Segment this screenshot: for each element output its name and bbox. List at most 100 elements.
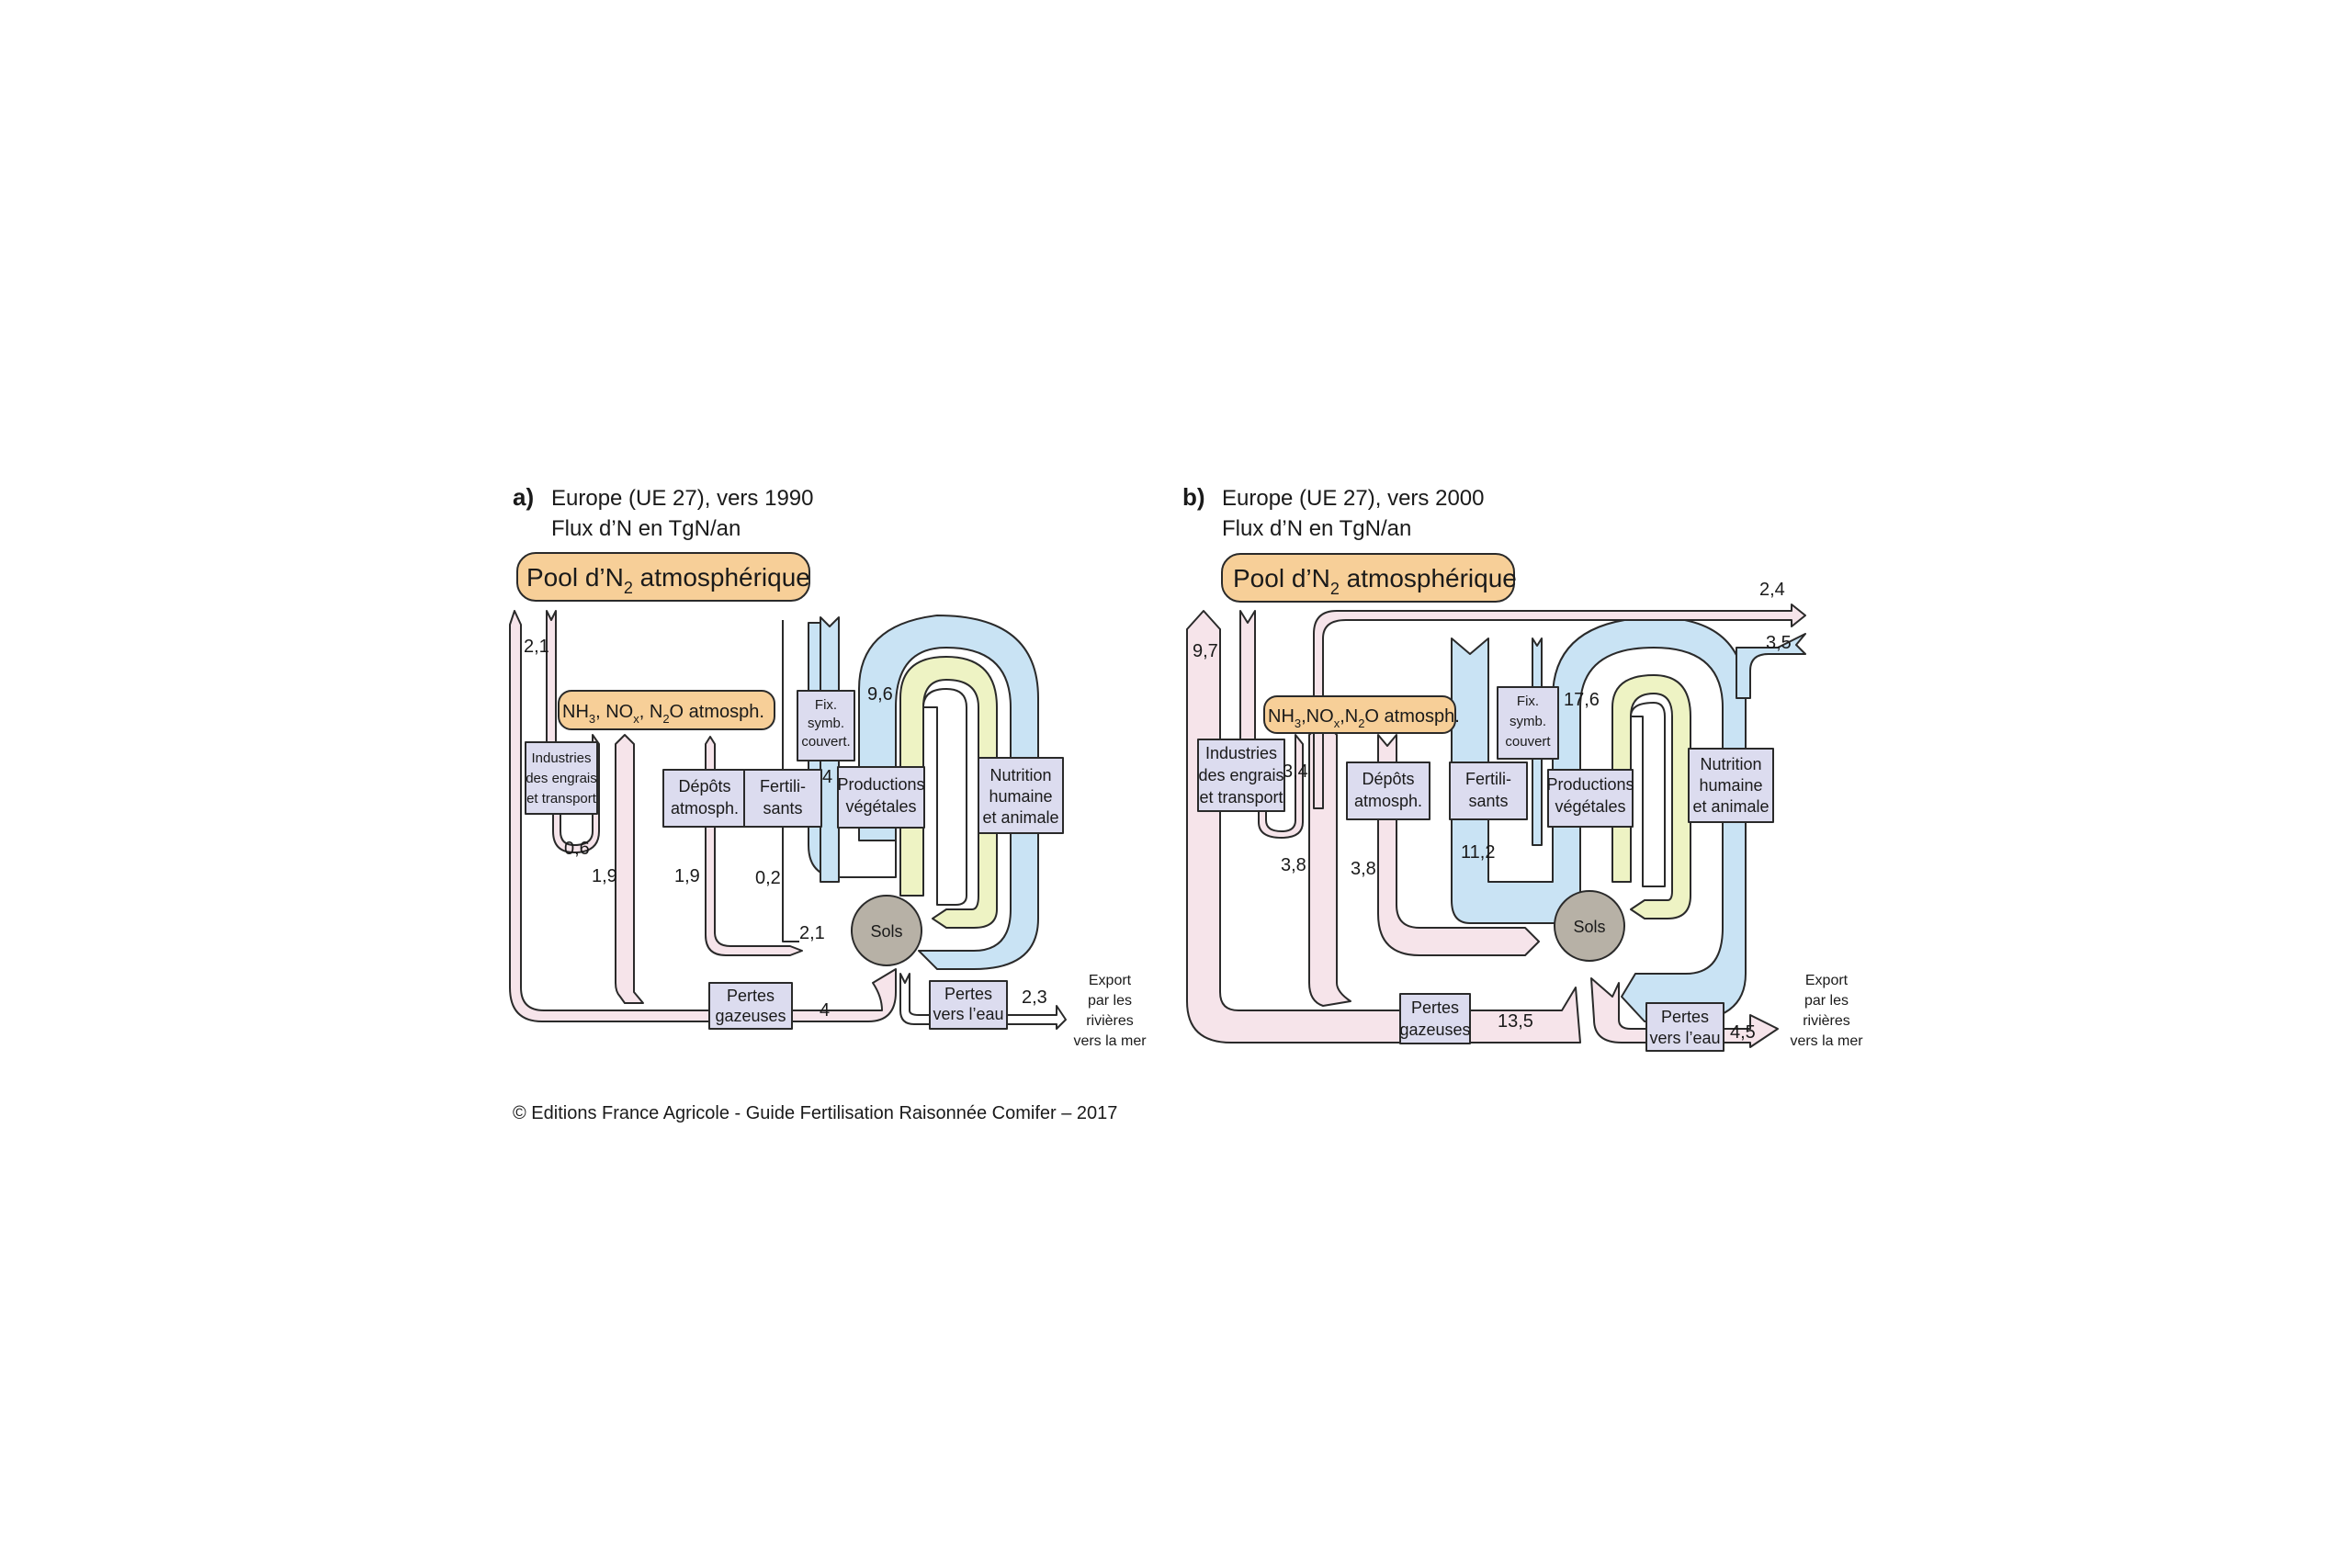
gas-loss-line-1: Pertes [1411,998,1459,1017]
water-loss-line-1: Pertes [944,985,992,1003]
fertilisants-box [1449,761,1528,820]
productions-line-2: végétales [1555,797,1625,816]
fertilisants-box [743,769,822,828]
nutrition-line-1: Nutrition [989,766,1051,784]
value-label: 9,6 [867,684,893,705]
water-loss-line-2: vers l’eau [933,1005,1003,1023]
emission-return-flow [1258,734,1304,839]
fixation-line-1: Fix. [815,697,837,713]
value-label: 13,5 [1498,1011,1533,1032]
atmospheric-n2-pool [1221,553,1515,603]
export-b-line-3: rivières [1803,1013,1850,1029]
water-loss-line-2: vers l’eau [1649,1029,1720,1047]
export-a-line-1: Export [1089,973,1132,988]
export-label-b: Export par les rivières vers la mer [1790,973,1863,1049]
atmospheric-deposition-flow [1377,734,1540,956]
copyright-credit: © Editions France Agricole - Guide Ferti… [513,1103,1117,1123]
productions-box [1547,769,1634,828]
emissions-label: NH3, NOx, N2O atmosph. [562,702,764,726]
depots-line-1: Dépôts [678,777,730,795]
emissions-label: NH3,NOx,N2O atmosph. [1268,706,1460,730]
export-b-line-1: Export [1805,973,1849,988]
atmospheric-deposition-flow [705,736,803,956]
gas-loss-line-2: gazeuses [1399,1021,1470,1039]
value-label: 3,8 [1281,855,1306,875]
nutrition-box [978,757,1064,834]
panel-b: b) Europe (UE 27), vers 2000 Flux d’N en… [1182,483,1863,1052]
fixation-line-1: Fix. [1517,694,1539,709]
value-label: 3,8 [1351,859,1376,879]
export-a-line-4: vers la mer [1073,1033,1147,1049]
nutrition-inner [1630,702,1666,887]
atmospheric-n2-pool [516,552,810,602]
value-label: 3,5 [1766,633,1792,653]
value-label: 2,3 [1022,987,1047,1008]
panel-a-tag: a) [513,483,534,511]
soil-circle [1554,890,1625,962]
industry-fixation-flow [1239,610,1256,750]
productions-line-1: Productions [1546,775,1634,794]
value-label: 0,6 [564,839,590,859]
soil-circle [851,895,922,966]
gas-loss-line-2: gazeuses [715,1007,786,1025]
depots-box [1346,761,1430,820]
value-label: 3,4 [1283,761,1308,782]
industries-line-3: et transport [1199,788,1283,807]
panel-a: a) Europe (UE 27), vers 1990 Flux d’N en… [509,483,1147,1049]
value-label: 0,2 [755,868,781,888]
value-label: 17,6 [1564,690,1600,710]
panel-b-tag: b) [1182,483,1205,511]
nutrition-line-2: humaine [1699,776,1762,795]
fixation-box [797,690,855,761]
industries-line-1: Industries [1205,744,1277,762]
industries-line-2: des engrais [1198,766,1283,784]
fixation-line-3: couvert [1505,734,1551,750]
depots-line-2: atmosph. [671,799,739,818]
panel-b-subtitle: Flux d’N en TgN/an [1222,516,1411,541]
fertilisants-line-1: Fertili- [1465,770,1511,788]
fertilisants-line-2: sants [1468,792,1508,810]
industries-flow [509,610,897,1022]
gas-loss-box [1399,993,1471,1044]
fixation-line-2: symb. [808,716,844,731]
gas-loss-line-1: Pertes [727,987,775,1005]
industries-flow [1186,610,1581,1043]
depots-line-1: Dépôts [1362,770,1414,788]
nutrition-line-2: humaine [989,787,1052,806]
depots-line-2: atmosph. [1354,792,1422,810]
value-label: 2,4 [1759,580,1785,600]
industry-fixation-flow [546,610,557,745]
export-a-line-2: par les [1088,993,1132,1009]
nutrition-line-3: et animale [1692,797,1769,816]
productions-box [837,766,925,829]
water-loss-box [929,980,1008,1030]
productions-line-1: Productions [837,775,924,794]
soil-label: Sols [870,922,902,941]
value-label: 9,7 [1193,641,1218,661]
atmospheric-emissions-pool [558,690,775,730]
value-label: 2,1 [799,923,825,943]
deposition-flow [615,734,644,1004]
pool-label: Pool d’N2 atmosphérique [526,563,810,597]
export-flow-3-5 [1736,633,1806,699]
panel-b-title: Europe (UE 27), vers 2000 [1222,486,1484,511]
panel-a-title: Europe (UE 27), vers 1990 [551,486,813,511]
value-label: 1,9 [592,866,617,886]
industries-box [525,741,598,815]
nutrition-line-1: Nutrition [1700,755,1761,773]
industries-box [1197,739,1285,812]
water-loss-box [1645,1002,1724,1052]
industries-line-2: des engrais [526,771,597,786]
plant-production-flow [808,615,1039,970]
fixation-line-2: symb. [1510,714,1546,729]
soil-label: Sols [1573,918,1605,936]
export-b-line-2: par les [1804,993,1849,1009]
panel-a-subtitle: Flux d’N en TgN/an [551,516,741,541]
export-a-line-3: rivières [1086,1013,1134,1029]
nutrition-box [1688,748,1774,823]
export-flow-2-4 [1313,604,1806,809]
industries-line-1: Industries [531,750,591,766]
pool-label: Pool d’N2 atmosphérique [1233,564,1517,598]
industries-line-3: et transport [526,791,597,807]
